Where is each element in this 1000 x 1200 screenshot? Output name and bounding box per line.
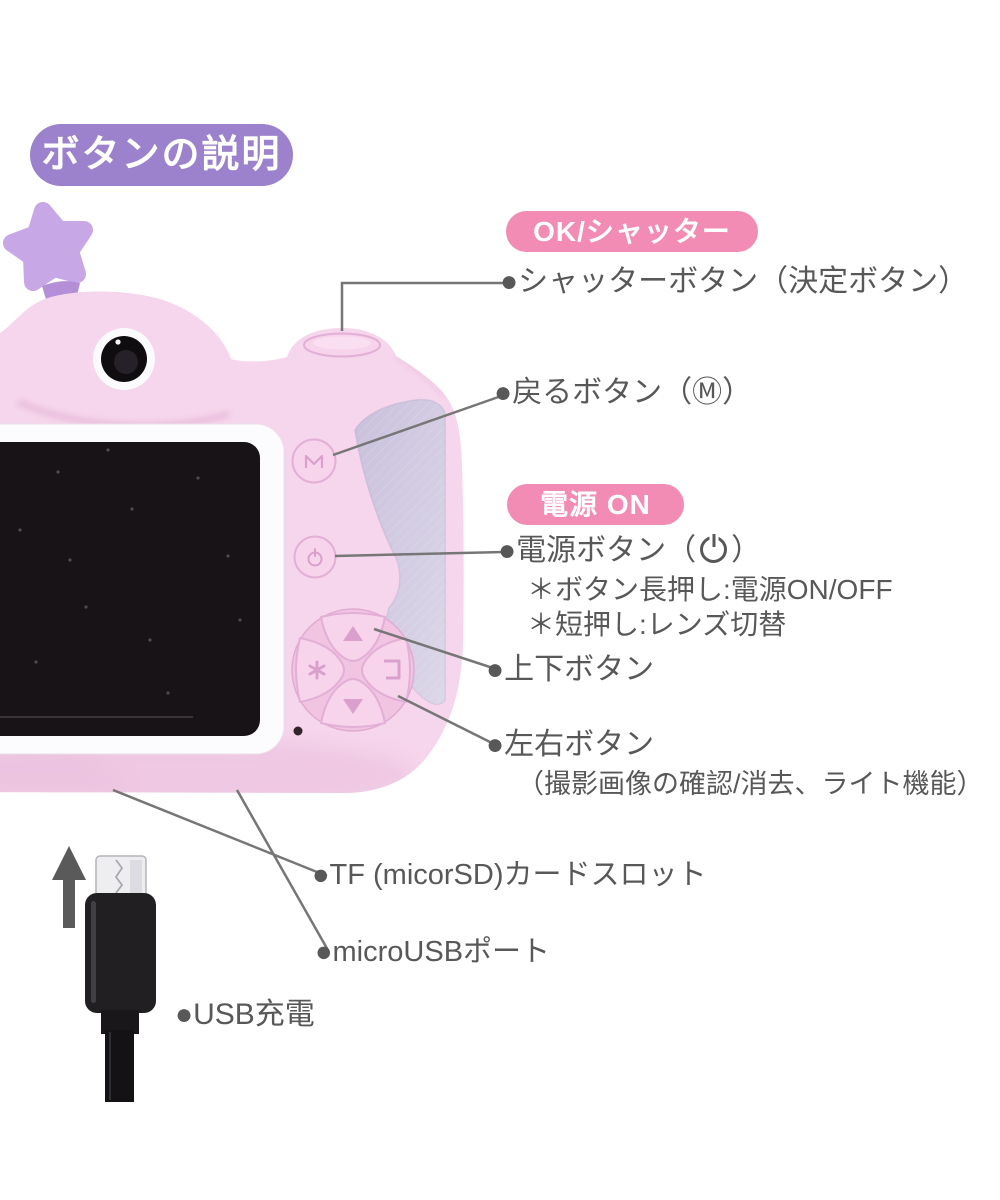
leader-leftright: [397, 694, 497, 747]
usb-charge-label: ●USB充電: [175, 998, 315, 1031]
dpad: [291, 608, 415, 732]
usb-connector-body: [85, 893, 156, 1013]
micro-usb-port-label: ●microUSBポート: [315, 936, 551, 968]
leader-tf-slot: [112, 788, 328, 878]
leftright-button-label: ●左右ボタン: [486, 728, 655, 761]
power-symbol-icon: [700, 536, 728, 563]
leader-shutter: [340, 281, 505, 331]
usb-cable: [85, 855, 156, 1102]
up-triangle-icon: [343, 626, 363, 641]
leader-power: [334, 550, 505, 558]
updown-button-label: ●上下ボタン: [486, 653, 655, 686]
screen: [0, 442, 260, 736]
power-on-badge: 電源 ON: [507, 484, 684, 525]
mic-hole: [293, 726, 303, 736]
leader-updown: [373, 627, 500, 672]
lens: [93, 328, 155, 390]
power-label-suffix: ）: [731, 534, 762, 567]
hand-grip: [354, 398, 446, 705]
leftright-note: （撮影画像の確認/消去、ライト機能）: [517, 769, 984, 799]
screen-dust-specks: [18, 448, 242, 695]
usb-direction-up-arrow: [52, 846, 86, 928]
page-title-badge: ボタンの説明: [30, 124, 293, 186]
lens-iris: [114, 350, 138, 374]
dpad-left-button: [295, 637, 345, 703]
return-icon: [384, 659, 401, 680]
leader-lines: [112, 281, 508, 953]
slope-shadow: [394, 354, 447, 397]
shutter-button: [303, 332, 381, 358]
power-note-long-press: ＊ボタン長押し:電源ON/OFF: [527, 574, 893, 605]
dpad-right-button: [361, 637, 411, 703]
tf-card-slot-label: ●TF (micorSD)カードスロット: [312, 859, 707, 891]
power-button: [293, 535, 337, 579]
down-triangle-icon: [343, 699, 363, 714]
leader-usb-port: [235, 789, 331, 953]
power-button-label: ●電源ボタン（ ）: [498, 535, 761, 567]
shutter-button-label: ●シャッターボタン（決定ボタン）: [500, 265, 969, 298]
lens-glint: [115, 339, 121, 345]
power-label-prefix: ●電源ボタン（: [498, 534, 697, 567]
ok-shutter-badge: OK/シャッター: [506, 211, 758, 252]
back-button: [291, 438, 337, 484]
light-flower-icon: [308, 660, 326, 680]
back-button-label: ●戻るボタン（Ⓜ）: [494, 376, 753, 409]
power-note-short-press: ＊短押し:レンズ切替: [527, 609, 787, 640]
leader-back: [332, 392, 508, 457]
m-glyph: [304, 454, 324, 469]
